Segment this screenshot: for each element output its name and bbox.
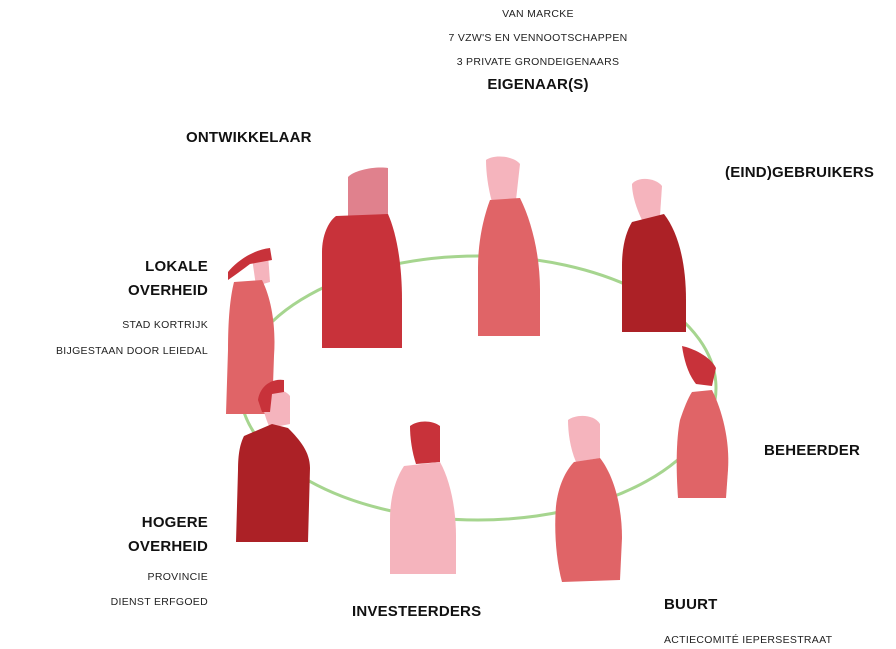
figure-eigenaar-head [486,156,520,202]
figure-gebruiker [622,178,686,332]
figure-ontwikkelaar-body [322,214,402,348]
hogere-overheid-detail-2: DIENST ERFGOED [110,596,208,608]
figure-lokale-overheid-body [226,280,275,414]
gebruikers-title: (EIND)GEBRUIKERS [725,164,875,181]
figure-hogere-overheid [236,379,310,542]
figure-beheerder-head [682,346,716,386]
figure-investeerder [390,421,456,574]
figure-buurt [555,415,622,582]
lokale-overheid-detail-1: STAD KORTRIJK [122,319,208,331]
hogere-overheid-detail-1: PROVINCIE [147,571,208,583]
beheerder-title: BEHEERDER [764,442,860,459]
figure-buurt-body [555,458,622,582]
lokale-overheid-title-line-2: OVERHEID [128,282,208,299]
figure-investeerder-head [410,421,440,464]
figure-ontwikkelaar [322,167,402,348]
eigenaars-detail-1: VAN MARCKE [502,8,574,20]
figure-beheerder-body [676,390,729,498]
buurt-title: BUURT [664,596,718,613]
figure-eigenaar-body [478,198,540,336]
figure-beheerder [676,346,729,498]
figure-gebruiker-head [632,178,662,220]
figure-investeerder-body [390,462,456,574]
eigenaars-detail-3: 3 PRIVATE GRONDEIGENAARS [456,56,620,68]
figure-lokale-overheid [226,248,275,414]
figure-eigenaar [478,156,540,336]
buurt-detail-1: ACTIECOMITÉ IEPERSESTRAAT [664,634,833,646]
figure-hogere-overheid-body [236,424,310,542]
ontwikkelaar-title: ONTWIKKELAAR [186,129,312,146]
hogere-overheid-title-line-1: HOGERE [141,514,208,531]
figure-ontwikkelaar-head [348,167,388,218]
figure-hogere-overheid-hair [258,379,284,412]
eigenaars-title: EIGENAAR(S) [487,76,589,93]
figure-lokale-overheid-hat [228,248,272,280]
investeerders-title: INVESTEERDERS [352,603,482,620]
figure-gebruiker-body [622,214,686,332]
lokale-overheid-detail-2: BIJGESTAAN DOOR LEIEDAL [56,345,208,357]
figure-buurt-head [568,415,600,462]
lokale-overheid-title-line-1: LOKALE [145,258,208,275]
eigenaars-detail-2: 7 VZW'S EN VENNOOTSCHAPPEN [448,32,628,44]
hogere-overheid-title-line-2: OVERHEID [128,538,208,555]
